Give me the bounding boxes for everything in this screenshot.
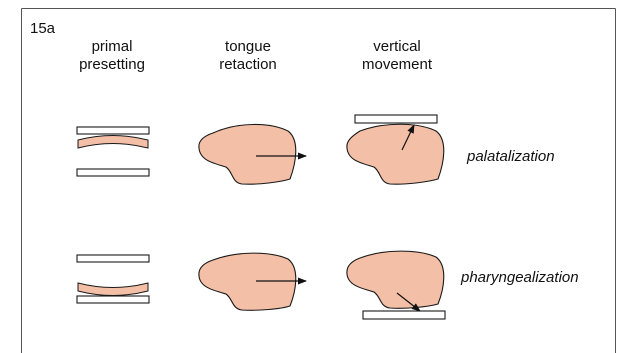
row-label-pharyngealization: pharyngealization [460, 269, 579, 286]
tongue-shape [347, 124, 444, 184]
figure-id: 15a [30, 20, 56, 37]
column-header-tongue-line1: tongue [225, 38, 271, 55]
column-header-primal-line1: primal [92, 38, 133, 55]
column-header-primal-line2: presetting [79, 56, 145, 73]
column-header-vertical-line2: movement [362, 56, 433, 73]
palate-plate [355, 115, 437, 123]
tongue-bar-raised [78, 136, 148, 149]
tongue-shape [199, 124, 296, 184]
pharynx-plate [363, 311, 445, 319]
column-header-vertical-line1: vertical [373, 38, 421, 55]
row-pharyngealization: pharyngealization [77, 251, 579, 319]
palate-plate [77, 255, 149, 262]
pharynx-plate [77, 169, 149, 176]
tongue-shape [199, 253, 296, 310]
tongue-shape [347, 251, 444, 308]
pharynx-plate [77, 296, 149, 303]
row-label-palatalization: palatalization [466, 148, 555, 165]
column-header-tongue-line2: retaction [219, 56, 277, 73]
palate-plate [77, 127, 149, 134]
row-palatalization: palatalization [77, 115, 555, 184]
tongue-bar-lowered [78, 283, 148, 296]
